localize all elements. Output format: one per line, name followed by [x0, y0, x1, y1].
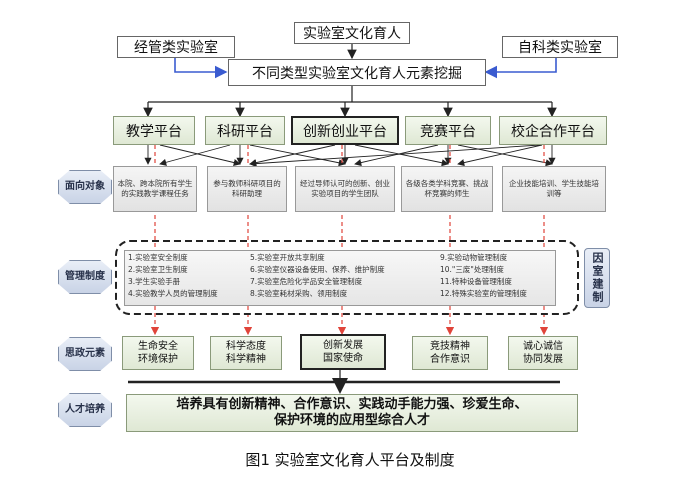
management-panel [124, 250, 556, 306]
management-item: 11.特种设备管理制度 [440, 277, 512, 286]
ideology-4: 诚心诚信 协同发展 [508, 336, 578, 370]
ideology-line: 环境保护 [138, 354, 178, 365]
management-col-3: 9.实验动物管理制度 10."三废"处理制度 11.特种设备管理制度 12.特殊… [440, 252, 527, 300]
right-input-arrow [484, 58, 557, 79]
management-item: 5.实验室开放共享制度 [250, 253, 325, 262]
ideology-line: 生命安全 [138, 341, 178, 352]
label-ideology: 思政元素 [58, 337, 112, 371]
management-item: 1.实验室安全制度 [128, 253, 188, 262]
left-input-box: 经管类实验室 [117, 36, 235, 58]
label-lab-based-system: 因室建制 [584, 248, 610, 308]
talent-line-2: 保护环境的应用型综合人才 [273, 413, 430, 428]
ideology-1: 科学态度 科学精神 [210, 336, 282, 370]
target-competition: 各级各类学科竞赛、挑战杯竞赛的师生 [401, 166, 493, 212]
ideology-line: 创新发展 [323, 340, 363, 351]
management-item: 10."三废"处理制度 [440, 265, 504, 274]
management-col-2: 5.实验室开放共享制度 6.实验室仪器设备使用、保养、维护制度 7.实验室危险化… [250, 252, 385, 300]
ideology-line: 诚心诚信 [523, 341, 563, 352]
ideology-2: 创新发展 国家使命 [300, 334, 386, 370]
management-item: 3.学生实验手册 [128, 277, 181, 286]
target-innovation: 经过导师认可的创新、创业实验项目的学生团队 [295, 166, 395, 212]
label-system: 管理制度 [58, 260, 112, 294]
ideology-0: 生命安全 环境保护 [122, 336, 194, 370]
ideology-line: 科学态度 [226, 341, 266, 352]
target-research: 参与教师科研项目的科研助理 [207, 166, 287, 212]
talent-box: 培养具有创新精神、合作意识、实践动手能力强、珍爱生命、 保护环境的应用型综合人才 [126, 394, 578, 432]
left-input-arrow [174, 58, 228, 79]
talent-line-1: 培养具有创新精神、合作意识、实践动手能力强、珍爱生命、 [176, 397, 528, 412]
ideology-line: 合作意识 [430, 354, 470, 365]
platform-teaching: 教学平台 [113, 116, 195, 145]
platform-competition: 竞赛平台 [405, 116, 491, 145]
ideology-line: 国家使命 [323, 353, 363, 364]
management-item: 2.实验室卫生制度 [128, 265, 188, 274]
management-item: 6.实验室仪器设备使用、保养、维护制度 [250, 265, 385, 274]
management-col-1: 1.实验室安全制度 2.实验室卫生制度 3.学生实验手册 4.实验教学人员的管理… [128, 252, 218, 300]
ideology-line: 科学精神 [226, 354, 266, 365]
target-enterprise: 企业技能培训、学生技能培训等 [502, 166, 606, 212]
ideology-line: 竞技精神 [430, 341, 470, 352]
top-title-box: 实验室文化育人 [294, 22, 410, 44]
right-input-box: 自科类实验室 [502, 36, 618, 58]
ideology-3: 竞技精神 合作意识 [412, 336, 488, 370]
target-teaching: 本院、跨本院所有学生的实践教学课程任务 [113, 166, 197, 212]
label-target: 面向对象 [58, 170, 112, 204]
management-item: 12.特殊实验室的管理制度 [440, 289, 527, 298]
management-item: 4.实验教学人员的管理制度 [128, 289, 218, 298]
platform-innovation: 创新创业平台 [291, 116, 399, 145]
management-frame [115, 240, 579, 315]
management-item: 9.实验动物管理制度 [440, 253, 508, 262]
figure-caption: 图1 实验室文化育人平台及制度 [245, 451, 455, 469]
platform-enterprise: 校企合作平台 [499, 116, 607, 145]
ideology-line: 协同发展 [523, 354, 563, 365]
management-item: 8.实验室耗材采购、领用制度 [250, 289, 348, 298]
label-talent: 人才培养 [58, 393, 112, 427]
platform-research: 科研平台 [205, 116, 285, 145]
mining-box: 不同类型实验室文化育人元素挖掘 [228, 59, 486, 86]
management-item: 7.实验室危险化学品安全管理制度 [250, 277, 363, 286]
